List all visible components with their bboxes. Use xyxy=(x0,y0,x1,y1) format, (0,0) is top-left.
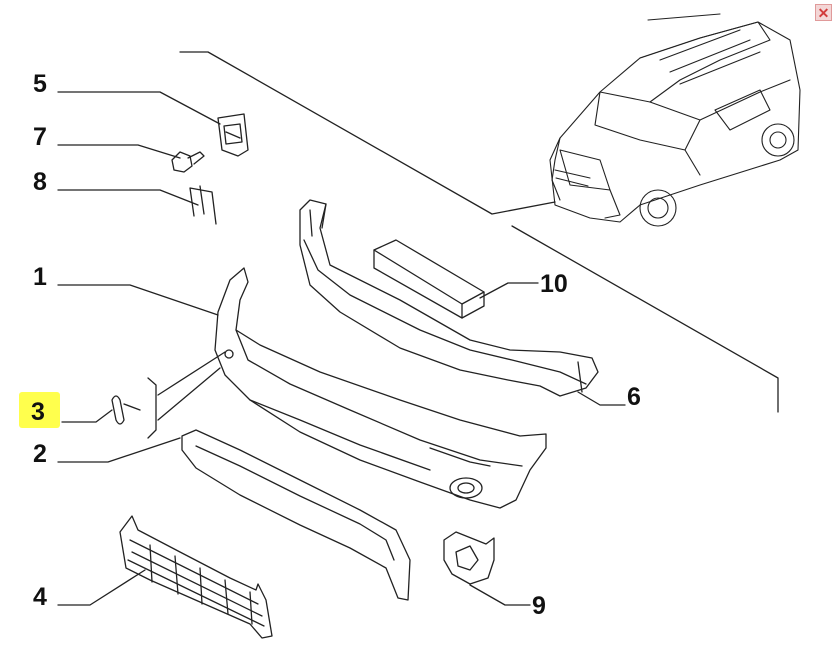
part-4-lower-grille xyxy=(119,515,273,639)
callout-leaders xyxy=(57,91,626,606)
callout-2: 2 xyxy=(33,440,47,468)
callout-8: 8 xyxy=(33,168,47,196)
callout-5: 5 xyxy=(33,70,47,98)
callout-4: 4 xyxy=(33,583,47,611)
part-5-clip xyxy=(217,113,249,157)
close-icon[interactable]: ✕ xyxy=(815,4,832,21)
callout-3-highlight xyxy=(19,392,60,428)
vehicle-illustration xyxy=(549,13,801,227)
part-3-tow-cap xyxy=(111,395,141,425)
callout-10: 10 xyxy=(540,270,568,298)
callout-9: 9 xyxy=(532,592,546,620)
part-6-upper-reinforcement xyxy=(299,199,599,397)
callout-6: 6 xyxy=(627,383,641,411)
part-1-bumper-cover xyxy=(214,267,547,509)
part-8-staple xyxy=(189,185,217,225)
part-7-bolt xyxy=(171,151,205,173)
part-10-foam-block xyxy=(373,239,485,319)
callout-1: 1 xyxy=(33,263,47,291)
callout-7: 7 xyxy=(33,123,47,151)
close-icon-glyph: ✕ xyxy=(817,4,830,21)
part-9-bracket xyxy=(443,531,495,585)
leader-lines xyxy=(179,51,779,413)
part-2-grille-frame xyxy=(181,429,411,601)
callout-3: 3 xyxy=(31,398,45,426)
